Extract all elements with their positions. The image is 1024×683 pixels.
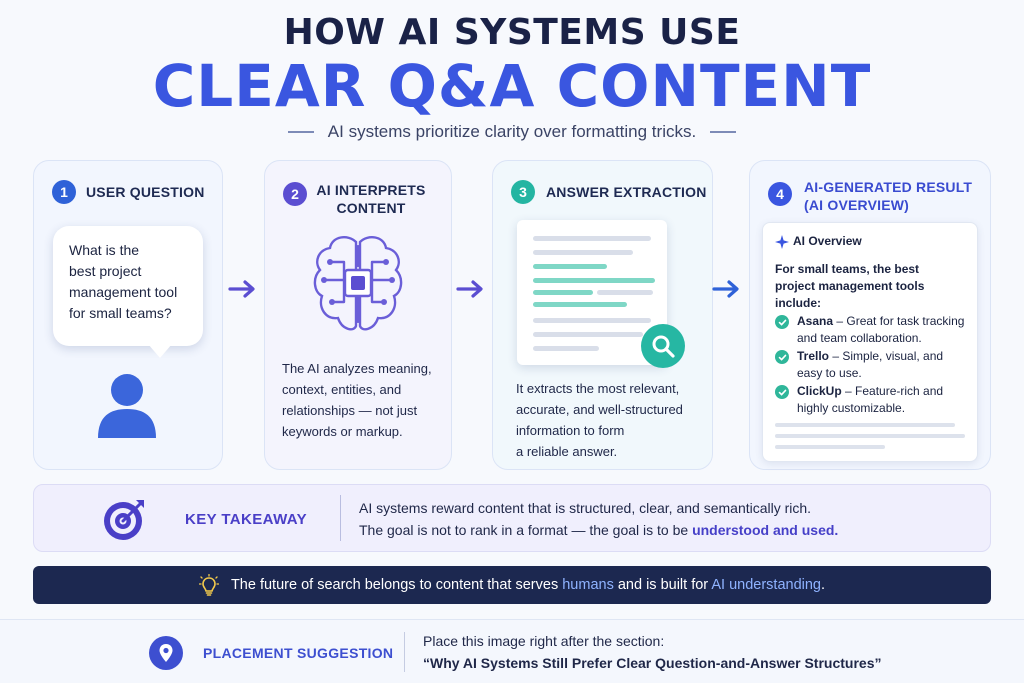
step-badge-1: 1 [52, 180, 76, 204]
step-title-line: AI INTERPRETS [316, 182, 426, 198]
banner-highlight-ai: AI understanding [711, 577, 821, 593]
item-name: ClickUp [797, 384, 842, 398]
takeaway-divider [340, 495, 341, 541]
sparkle-icon [775, 235, 789, 249]
intro-line: project management tools [775, 279, 925, 293]
subtitle-rule-right [710, 131, 737, 133]
banner-highlight-humans: humans [562, 577, 614, 593]
takeaway-highlight: understood and used. [692, 522, 839, 538]
takeaway-text: The goal is not to rank in a format — th… [359, 522, 693, 538]
arrow-right-icon [228, 280, 255, 298]
step-title-3: ANSWER EXTRACTION [546, 184, 707, 200]
desc-line: context, entities, and [282, 382, 402, 397]
step-title-4: AI-GENERATED RESULT (AI OVERVIEW) [804, 178, 972, 214]
placeholder-line [775, 423, 955, 427]
placement-line-1: Place this image right after the section… [423, 633, 665, 649]
desc-line: accurate, and well-structured [516, 402, 683, 417]
placeholder-line [775, 445, 885, 449]
key-takeaway-panel [33, 484, 991, 552]
item-name: Trello [797, 349, 830, 363]
placement-title: PLACEMENT SUGGESTION [203, 645, 394, 661]
check-icon [775, 350, 789, 364]
bubble-line: management tool [69, 284, 178, 300]
question-bubble: What is the best project management tool… [53, 226, 203, 346]
banner-text-part: and is built for [613, 577, 712, 593]
brain-chip-icon [313, 236, 403, 331]
item-text: – Feature-rich and [841, 384, 944, 398]
subtitle-rule-left [287, 131, 314, 133]
banner-text-part: The future of search belongs to content … [230, 577, 563, 593]
placeholder-line [775, 434, 965, 438]
bubble-tail [148, 344, 172, 358]
desc-line: keywords or markup. [282, 424, 403, 439]
desc-line: a reliable answer. [516, 444, 618, 459]
user-icon [98, 374, 156, 438]
step-desc-2: The AI analyzes meaning, context, entiti… [282, 358, 432, 442]
target-icon [104, 500, 144, 540]
check-icon [775, 385, 789, 399]
item-text: – Great for task tracking [833, 314, 965, 328]
desc-line: The AI analyzes meaning, [282, 361, 432, 376]
location-pin-icon [149, 636, 183, 670]
takeaway-line-1: AI systems reward content that is struct… [359, 500, 812, 516]
banner-text-part: . [821, 577, 826, 593]
takeaway-line-2: The goal is not to rank in a format — th… [359, 519, 838, 541]
search-icon [641, 324, 685, 368]
step-badge-4: 4 [768, 182, 792, 206]
desc-line: information to form [516, 423, 625, 438]
item-text: – Simple, visual, and [829, 349, 944, 363]
bubble-line: best project [69, 263, 142, 279]
overview-item-clickup: ClickUp – Feature-rich and highly custom… [797, 383, 943, 417]
check-icon [775, 315, 789, 329]
subtitle: AI systems prioritize clarity over forma… [327, 122, 697, 141]
key-takeaway-title: KEY TAKEAWAY [185, 511, 308, 528]
item-text: and team collaboration. [797, 331, 922, 345]
arrow-right-icon [712, 280, 739, 298]
future-banner: The future of search belongs to content … [33, 566, 991, 604]
desc-line: It extracts the most relevant, [516, 381, 680, 396]
subtitle-row: AI systems prioritize clarity over forma… [250, 120, 774, 144]
item-text: highly customizable. [797, 401, 906, 415]
step-title-line: (AI OVERVIEW) [804, 197, 910, 213]
ai-overview-panel: AI Overview For small teams, the best pr… [762, 222, 978, 462]
banner-text: The future of search belongs to content … [231, 577, 825, 593]
bubble-line: for small teams? [69, 305, 172, 321]
step-desc-3: It extracts the most relevant, accurate,… [516, 378, 683, 462]
ai-overview-label: AI Overview [793, 234, 862, 248]
intro-line: For small teams, the best [775, 262, 920, 276]
step-title-2: AI INTERPRETS CONTENT [316, 181, 426, 217]
lightbulb-icon [198, 574, 219, 596]
arrow-right-icon [456, 280, 483, 298]
placement-line-2: “Why AI Systems Still Prefer Clear Quest… [423, 655, 882, 671]
step-title-line: AI-GENERATED RESULT [804, 179, 973, 195]
item-text: easy to use. [797, 366, 862, 380]
intro-line: include: [775, 296, 822, 310]
step-badge-2: 2 [283, 182, 307, 206]
step-title-line: CONTENT [336, 200, 406, 216]
step-title-1: USER QUESTION [86, 184, 205, 200]
item-name: Asana [797, 314, 834, 328]
desc-line: relationships — not just [282, 403, 418, 418]
placement-divider [404, 632, 405, 672]
title-line-2: CLEAR Q&A CONTENT [152, 52, 872, 120]
bubble-line: What is the [69, 242, 140, 258]
step-badge-3: 3 [511, 180, 535, 204]
overview-item-asana: Asana – Great for task tracking and team… [797, 313, 964, 347]
overview-item-trello: Trello – Simple, visual, and easy to use… [797, 348, 943, 382]
title-line-1: HOW AI SYSTEMS USE [283, 12, 741, 53]
ai-overview-intro: For small teams, the best project manage… [775, 261, 924, 312]
